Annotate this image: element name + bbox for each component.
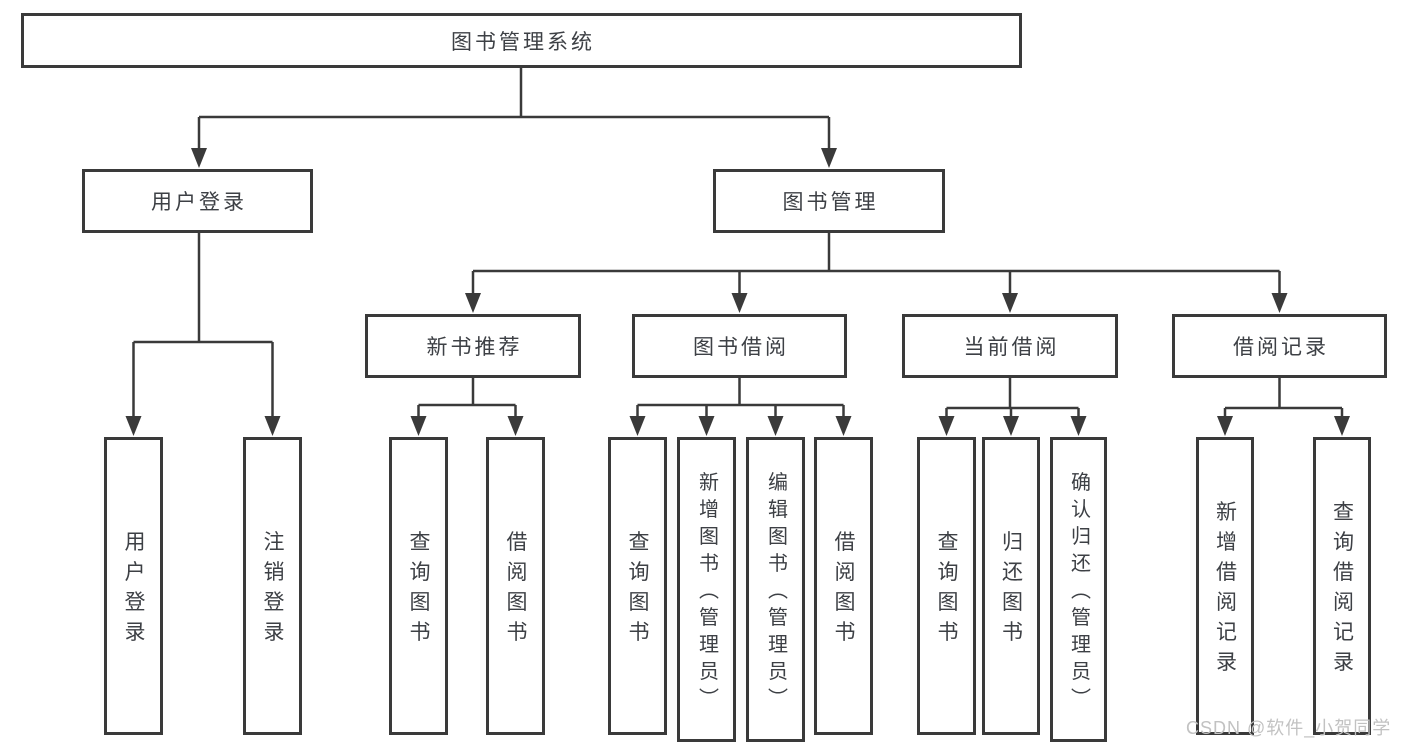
node-label: 查询借阅记录 [1330, 500, 1354, 681]
leaf-edit-books-admin: 编辑图书（管理员） [746, 437, 805, 742]
node-label: 当前借阅 [963, 336, 1060, 359]
leaf-borrow-books-1: 借阅图书 [486, 437, 545, 735]
node-label: 查询图书 [626, 530, 649, 651]
node-label: 查询图书 [935, 530, 958, 651]
node-borrowing-records: 借阅记录 [1172, 314, 1387, 378]
node-library-management-system: 图书管理系统 [21, 13, 1022, 68]
node-current-borrowing: 当前借阅 [902, 314, 1118, 378]
node-label: 借阅图书 [832, 530, 855, 651]
leaf-query-books-1: 查询图书 [389, 437, 448, 735]
leaf-return-books: 归还图书 [982, 437, 1040, 735]
leaf-add-borrow-record: 新增借阅记录 [1196, 437, 1254, 735]
node-label: 图书管理 [782, 191, 879, 214]
node-label: 查询图书 [407, 530, 430, 651]
leaf-confirm-return-admin: 确认归还（管理员） [1050, 437, 1107, 742]
node-book-borrowing: 图书借阅 [632, 314, 847, 378]
csdn-watermark: CSDN @软件_小贺同学 [1186, 718, 1392, 738]
node-label: 借阅记录 [1233, 336, 1329, 359]
node-label: 归还图书 [999, 530, 1023, 651]
node-label: 编辑图书（管理员） [764, 471, 787, 715]
leaf-borrow-books-2: 借阅图书 [814, 437, 873, 735]
leaf-query-borrow-record: 查询借阅记录 [1313, 437, 1371, 735]
leaf-query-books-3: 查询图书 [917, 437, 976, 735]
node-user-login: 用户登录 [82, 169, 313, 233]
node-label: 新增借阅记录 [1213, 500, 1237, 681]
node-label: 注销登录 [261, 530, 284, 651]
node-label: 新增图书（管理员） [695, 471, 718, 715]
node-new-book-recommendation: 新书推荐 [365, 314, 581, 378]
node-label: 图书管理系统 [451, 30, 595, 54]
node-label: 用户登录 [151, 191, 247, 214]
node-label: 用户登录 [122, 530, 145, 651]
leaf-user-login: 用户登录 [104, 437, 163, 735]
leaf-query-books-2: 查询图书 [608, 437, 667, 735]
node-book-management: 图书管理 [713, 169, 945, 233]
connector-lines [132, 68, 1344, 422]
arrowheads [125, 148, 1350, 436]
node-label: 借阅图书 [504, 530, 527, 651]
node-label: 确认归还（管理员） [1067, 471, 1090, 715]
node-label: 图书借阅 [693, 336, 789, 359]
leaf-logout: 注销登录 [243, 437, 302, 735]
node-label: 新书推荐 [426, 336, 523, 359]
leaf-add-books-admin: 新增图书（管理员） [677, 437, 736, 742]
